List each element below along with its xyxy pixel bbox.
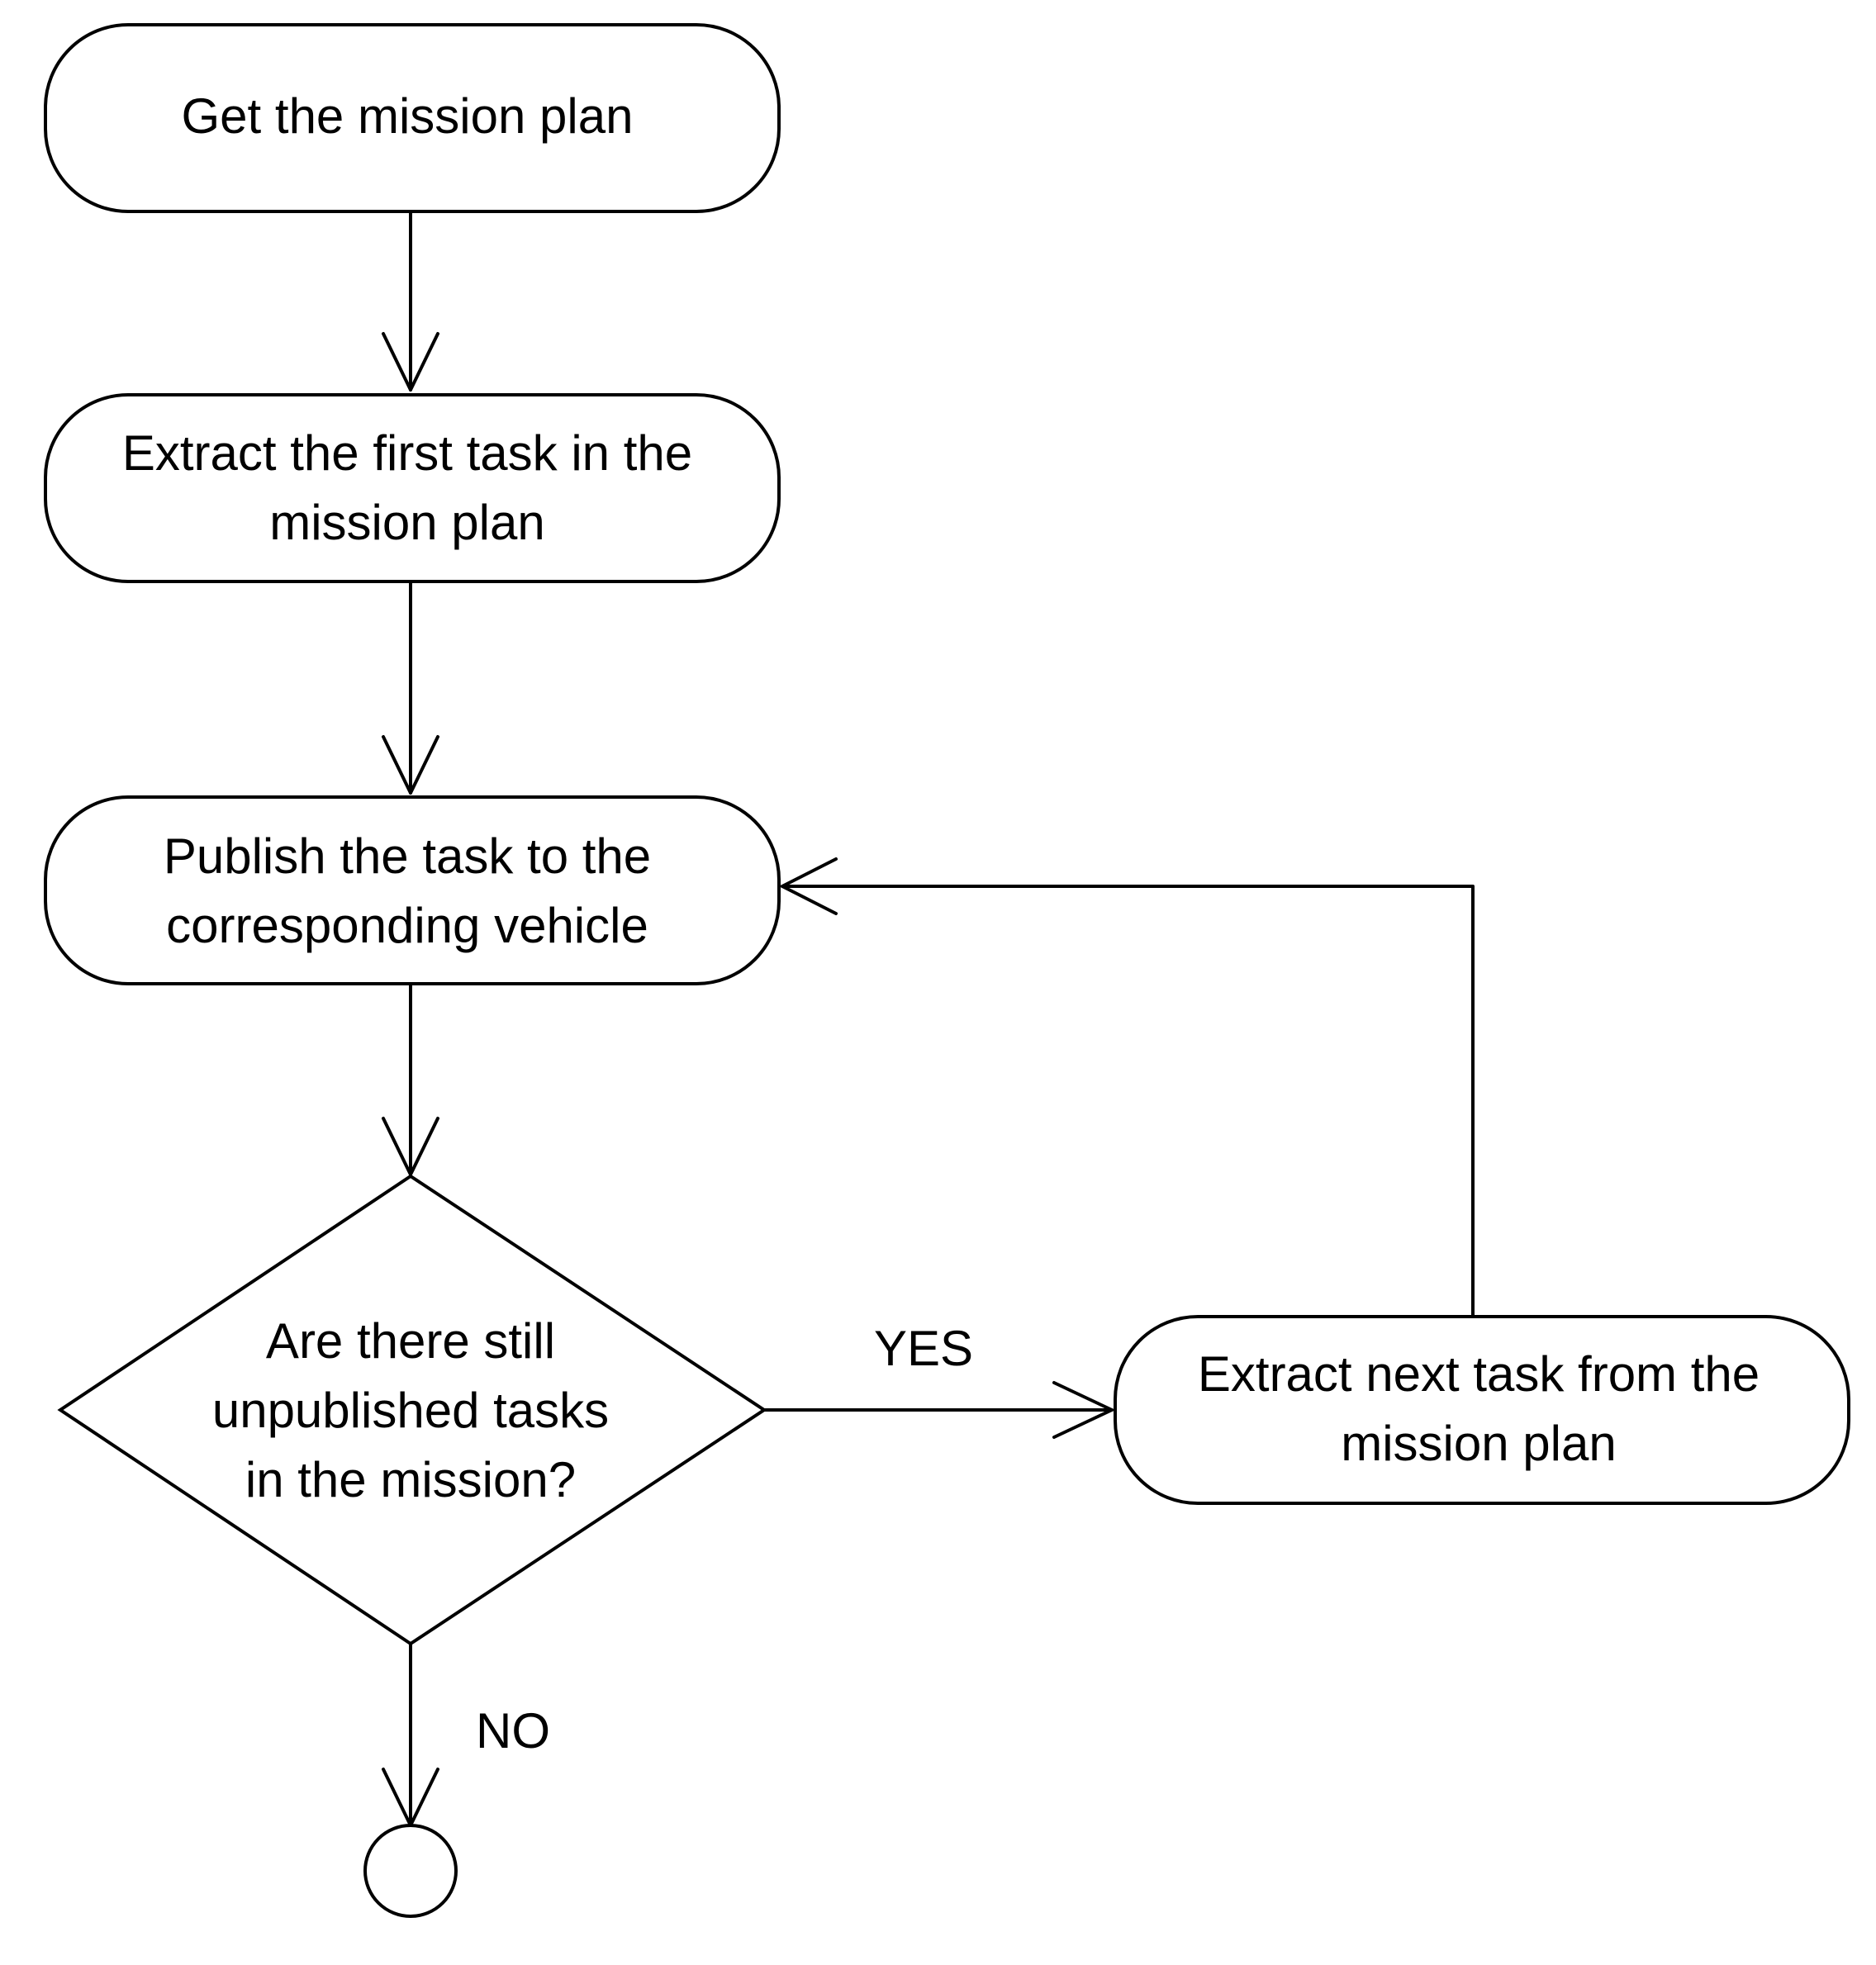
node-publish-task-shape bbox=[44, 795, 781, 985]
node-extract-first-task-shape bbox=[44, 393, 781, 583]
edge-line bbox=[781, 885, 1475, 1318]
node-extract-first-task[interactable]: Extract the first task in the mission pl… bbox=[44, 393, 781, 583]
node-extract-next-task-shape bbox=[1114, 1315, 1850, 1505]
edge-decision-yes-to-extract-next: YES bbox=[762, 1321, 1114, 1439]
node-decision-label-line2: unpublished tasks bbox=[212, 1383, 609, 1438]
node-extract-next-task-label-line1: Extract next task from the bbox=[1198, 1346, 1760, 1402]
arrowhead-down-icon bbox=[382, 735, 439, 795]
edge-extract-next-to-publish bbox=[781, 857, 1475, 1318]
node-publish-task-label-line2: corresponding vehicle bbox=[166, 898, 648, 953]
edge-decision-no-to-end: NO bbox=[382, 1642, 550, 1827]
node-get-mission-plan-label: Get the mission plan bbox=[182, 88, 634, 144]
edge-extract-first-to-publish bbox=[382, 580, 439, 795]
node-publish-task[interactable]: Publish the task to the corresponding ve… bbox=[44, 795, 781, 985]
node-decision-label-line3: in the mission? bbox=[245, 1452, 576, 1507]
node-extract-first-task-label-line1: Extract the first task in the bbox=[122, 425, 692, 481]
edge-label-yes: YES bbox=[874, 1321, 973, 1376]
edge-publish-to-decision bbox=[382, 982, 439, 1176]
arrowhead-right-icon bbox=[1052, 1381, 1114, 1439]
edge-get-plan-to-extract-first bbox=[382, 210, 439, 392]
arrowhead-left-icon bbox=[781, 857, 838, 915]
node-get-mission-plan[interactable]: Get the mission plan bbox=[44, 23, 781, 213]
node-extract-next-task[interactable]: Extract next task from the mission plan bbox=[1114, 1315, 1850, 1505]
arrowhead-down-icon bbox=[382, 1117, 439, 1176]
node-extract-first-task-label-line2: mission plan bbox=[269, 495, 545, 550]
arrowhead-down-icon bbox=[382, 332, 439, 392]
node-decision-label-line1: Are there still bbox=[266, 1313, 555, 1369]
node-publish-task-label-line1: Publish the task to the bbox=[164, 828, 651, 884]
node-extract-next-task-label-line2: mission plan bbox=[1341, 1416, 1617, 1471]
edge-label-no: NO bbox=[476, 1703, 550, 1759]
node-decision-unpublished-tasks[interactable]: Are there still unpublished tasks in the… bbox=[57, 1174, 767, 1646]
node-end-circle[interactable] bbox=[363, 1824, 458, 1918]
